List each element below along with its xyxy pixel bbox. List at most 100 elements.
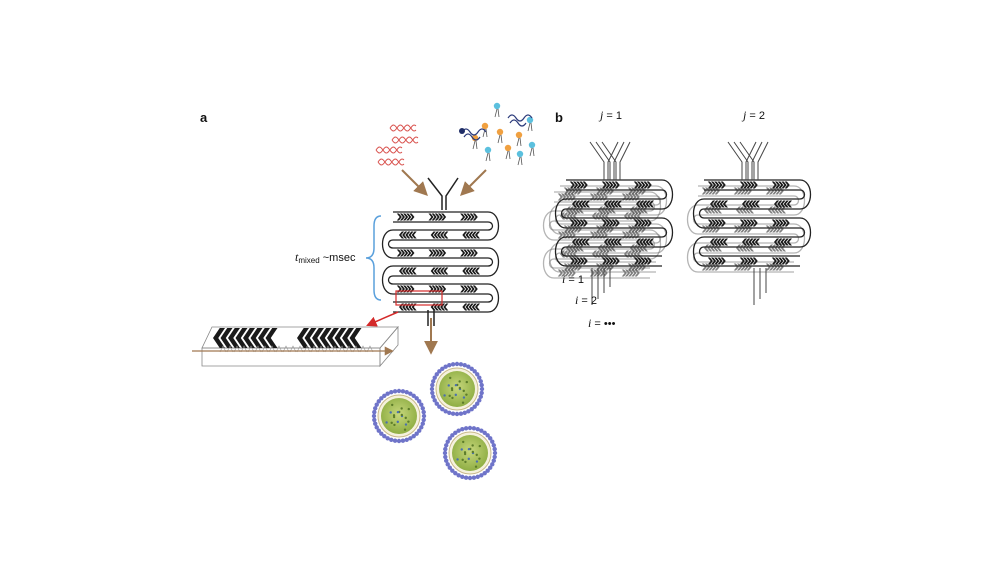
herringbone-groove (436, 231, 443, 239)
herringbone-groove (752, 257, 758, 265)
inlet-channel (739, 141, 755, 180)
peg-shell (443, 446, 448, 452)
core-dot (400, 407, 403, 410)
herringbone-groove (579, 219, 585, 227)
herringbone-groove (402, 267, 408, 275)
herringbone-groove (740, 263, 746, 271)
dna-strand (377, 158, 405, 166)
channel-bend (799, 227, 806, 238)
herringbone-groove (630, 263, 637, 271)
herringbone-groove (462, 267, 468, 275)
herringbone-groove (443, 267, 449, 275)
peg-shell (400, 389, 406, 394)
core-dot (443, 394, 446, 397)
herringbone-groove (569, 181, 575, 189)
peg-shell (491, 458, 496, 463)
herringbone-groove (643, 181, 649, 189)
herringbone-groove (572, 200, 578, 208)
herringbone-groove (460, 249, 466, 257)
herringbone-groove (601, 257, 607, 265)
peg-shell (490, 439, 495, 444)
peg-shell (440, 407, 445, 412)
herringbone-groove (474, 303, 480, 311)
core-dot (462, 396, 466, 399)
core-dot (448, 394, 451, 398)
peg-shell (466, 409, 471, 414)
lipid-head (528, 141, 536, 149)
herringbone-groove (610, 206, 616, 214)
herringbone-groove (342, 328, 354, 348)
herringbone-groove (637, 225, 643, 233)
lipid-head (504, 144, 512, 152)
herringbone-groove (399, 231, 405, 239)
cholesterol-molecule (509, 119, 527, 127)
channel-bend (655, 223, 668, 254)
core-dot (447, 384, 450, 387)
peg-shell (479, 473, 484, 478)
herringbone-groove (601, 181, 607, 189)
inlet-channel (595, 141, 611, 180)
peg-shell (440, 366, 445, 371)
herringbone-groove (592, 269, 599, 277)
herringbone-groove (460, 285, 466, 293)
herringbone-groove (610, 200, 616, 208)
herringbone-groove (772, 225, 778, 233)
herringbone-groove (708, 263, 714, 271)
peg-shell (454, 361, 460, 367)
herringbone-groove (736, 225, 743, 233)
lipid-tail (519, 137, 522, 147)
label-i3: i = ••• (588, 316, 616, 330)
herringbone-groove (582, 181, 588, 189)
herringbone-groove (472, 249, 478, 257)
channel-bend (649, 191, 662, 222)
herringbone-groove (614, 219, 620, 227)
herringbone-groove (710, 244, 716, 252)
herringbone-groove (411, 231, 417, 239)
peg-shell (417, 428, 422, 433)
herringbone-groove (608, 187, 614, 195)
herringbone-groove (598, 187, 605, 195)
herringbone-groove (771, 219, 777, 227)
herringbone-groove (406, 213, 412, 221)
herringbone-groove (777, 200, 783, 208)
herringbone-groove (781, 219, 787, 227)
herringbone-groove (740, 225, 746, 233)
peg-shell (453, 430, 458, 435)
herringbone-groove (557, 269, 563, 277)
herringbone-groove (704, 263, 711, 271)
herringbone-groove (781, 181, 787, 189)
herringbone-groove (408, 231, 414, 239)
channel-bend (799, 217, 812, 248)
herringbone-groove (711, 187, 717, 195)
channel-bend (793, 195, 800, 206)
herringbone-groove (639, 200, 645, 208)
lipid-tail (508, 150, 511, 160)
herringbone-groove (566, 263, 573, 271)
herringbone-groove (468, 303, 474, 311)
channel-side-face (379, 325, 399, 368)
peg-shell (392, 389, 398, 394)
herringbone-groove (748, 200, 754, 208)
herringbone-groove (613, 238, 619, 246)
herringbone-groove (739, 257, 745, 265)
herringbone-groove (431, 213, 437, 221)
herringbone-groove (468, 231, 474, 239)
herringbone-groove (474, 267, 480, 275)
herringbone-groove (711, 225, 717, 233)
lipid-tail (485, 128, 488, 138)
channel-bend (554, 236, 567, 267)
core-dot (392, 414, 396, 417)
herringbone-groove (714, 263, 720, 271)
herringbone-groove (739, 206, 745, 214)
herringbone-groove (581, 200, 587, 208)
peg-shell (430, 390, 435, 396)
herringbone-groove (319, 328, 332, 348)
herringbone-groove (780, 238, 786, 246)
peg-shell (445, 462, 450, 467)
core-dot (458, 386, 462, 390)
herringbone-groove (595, 187, 601, 195)
peg-shell (385, 391, 390, 396)
herringbone-groove (569, 206, 575, 214)
dna-strand (389, 124, 417, 132)
